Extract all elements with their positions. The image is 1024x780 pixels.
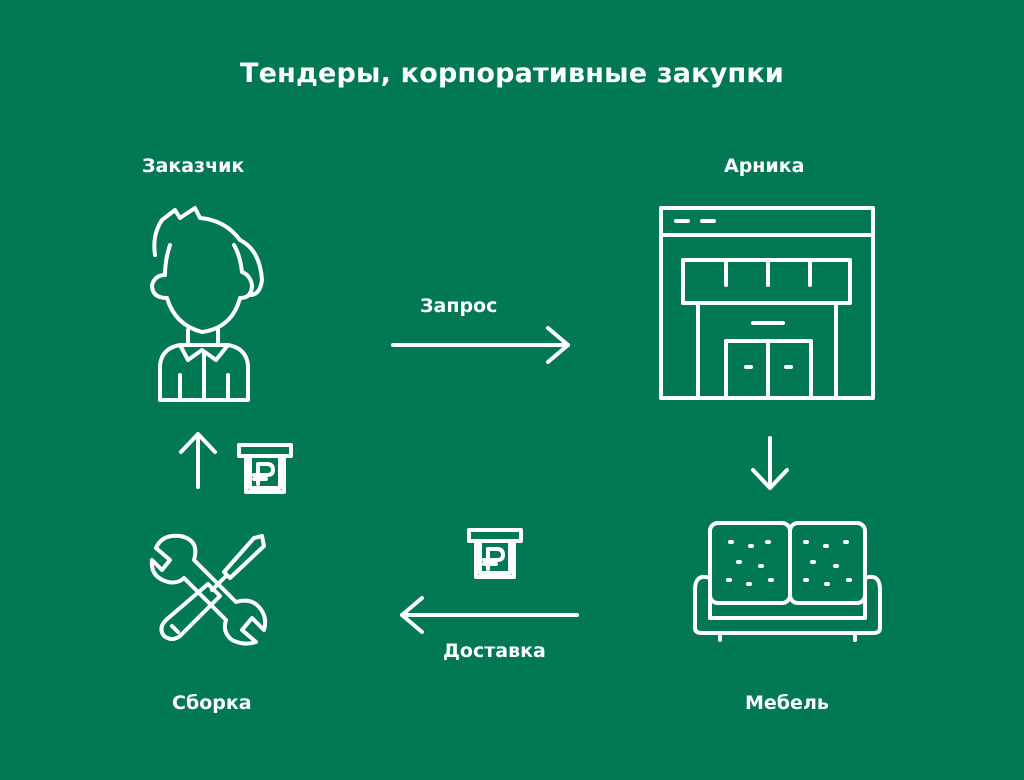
person-icon [150,206,264,402]
ruble-banknote-icon [467,528,523,579]
node-label-customer: Заказчик [142,155,245,177]
up-arrow [179,432,217,489]
down-arrow [751,436,789,490]
request-arrow [391,326,570,364]
delivery-arrow [400,596,579,634]
edge-label-request: Запрос [420,295,498,317]
sofa-icon [693,521,882,642]
diagram-title: Тендеры, корпоративные закупки [239,58,785,89]
node-label-arnika: Арника [724,155,805,177]
edge-label-delivery: Доставка [443,640,546,662]
store-window-icon [659,206,875,400]
wrench-screwdriver-icon [149,533,268,646]
node-label-assembly: Сборка [172,692,252,714]
ruble-banknote-icon [237,443,293,494]
node-label-furniture: Мебель [745,692,829,714]
